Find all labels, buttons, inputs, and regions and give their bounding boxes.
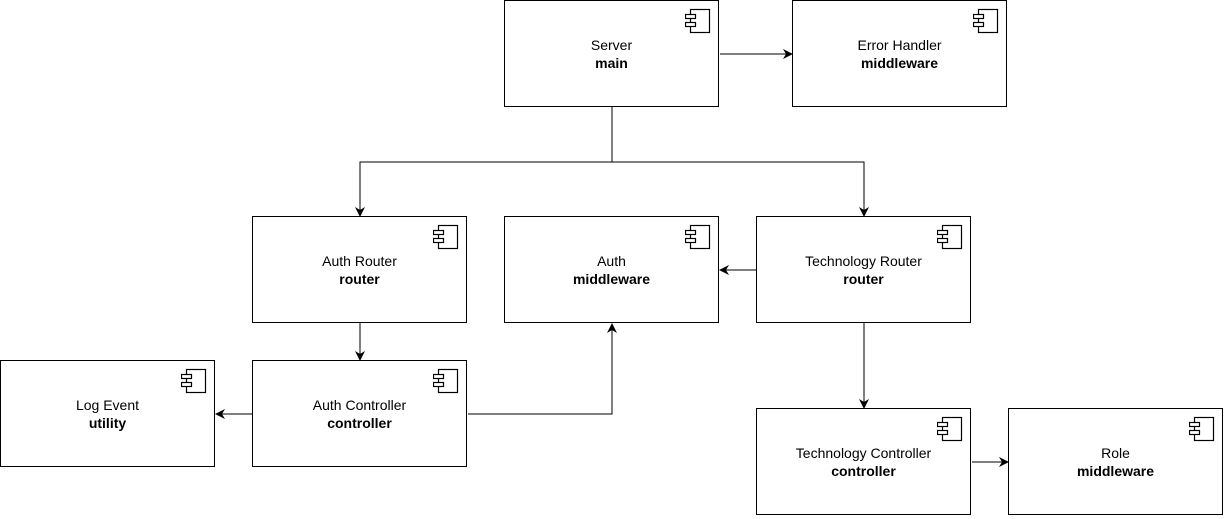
component-icon xyxy=(937,224,963,250)
node-kind: router xyxy=(843,270,884,287)
node-title: Log Event xyxy=(75,396,140,413)
edge-server-to-auth-router xyxy=(355,107,613,217)
node-kind: controller xyxy=(831,462,896,479)
node-technology-controller[interactable]: Technology Controller controller xyxy=(756,408,971,515)
node-kind: middleware xyxy=(860,54,939,71)
component-icon xyxy=(433,224,459,250)
component-icon xyxy=(685,224,711,250)
node-title: Technology Controller xyxy=(795,444,932,461)
node-title: Error Handler xyxy=(857,36,942,53)
node-auth[interactable]: Auth middleware xyxy=(504,216,719,323)
node-kind: middleware xyxy=(572,270,651,287)
component-icon xyxy=(181,368,207,394)
node-title: Auth xyxy=(597,252,626,269)
node-role[interactable]: Role middleware xyxy=(1008,408,1223,515)
node-title: Auth Controller xyxy=(312,396,407,413)
node-auth-controller[interactable]: Auth Controller controller xyxy=(252,360,467,467)
node-auth-router[interactable]: Auth Router router xyxy=(252,216,467,323)
node-kind: router xyxy=(339,270,380,287)
node-kind: controller xyxy=(327,414,392,431)
node-server[interactable]: Server main xyxy=(504,0,719,107)
component-icon xyxy=(433,368,459,394)
edge-server-to-technology-router xyxy=(611,107,869,217)
node-technology-router[interactable]: Technology Router router xyxy=(756,216,971,323)
component-icon xyxy=(1189,416,1215,442)
component-icon xyxy=(685,8,711,34)
node-title: Server xyxy=(590,36,633,53)
node-title: Auth Router xyxy=(322,252,397,269)
node-kind: main xyxy=(595,54,628,71)
component-icon xyxy=(973,8,999,34)
node-kind: utility xyxy=(88,414,127,431)
node-error-handler[interactable]: Error Handler middleware xyxy=(792,0,1007,107)
node-kind: middleware xyxy=(1076,462,1155,479)
component-icon xyxy=(937,416,963,442)
node-title: Role xyxy=(1101,444,1130,461)
node-log-event[interactable]: Log Event utility xyxy=(0,360,215,467)
edge-auth-controller-to-auth xyxy=(468,323,617,415)
node-title: Technology Router xyxy=(805,252,922,269)
